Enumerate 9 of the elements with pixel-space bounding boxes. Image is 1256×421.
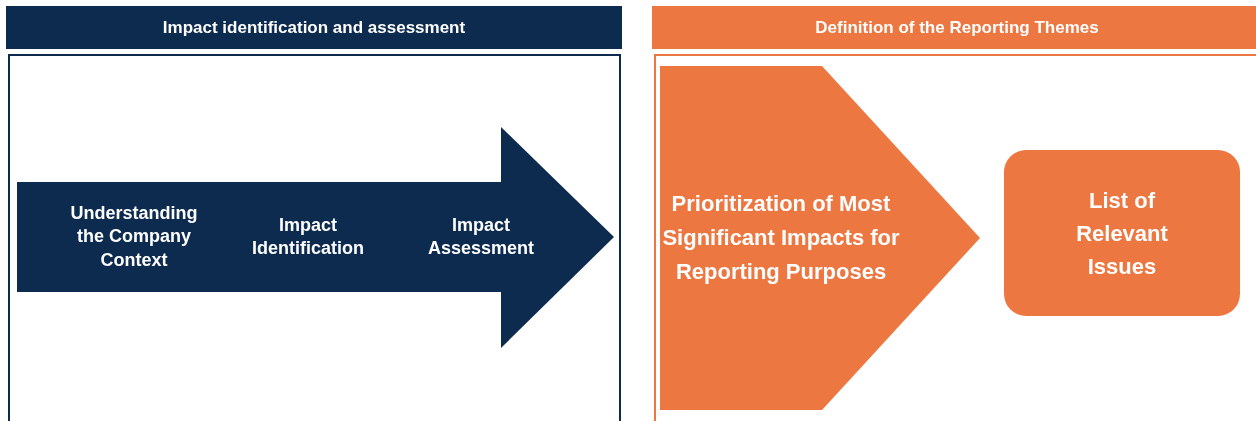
panel-title: Definition of the Reporting Themes <box>652 6 1256 49</box>
step-label: Impact Identification <box>251 213 365 260</box>
step-label: Understanding the Company Context <box>69 201 199 272</box>
process-arrow <box>17 127 614 348</box>
panel-title: Impact identification and assessment <box>6 6 622 49</box>
step-label: Impact Assessment <box>426 213 536 260</box>
chevron-shape <box>660 66 980 410</box>
result-box: List of Relevant Issues <box>1004 150 1240 316</box>
step-label: Prioritization of Most Significant Impacts for Reporting Purposes <box>661 189 901 287</box>
